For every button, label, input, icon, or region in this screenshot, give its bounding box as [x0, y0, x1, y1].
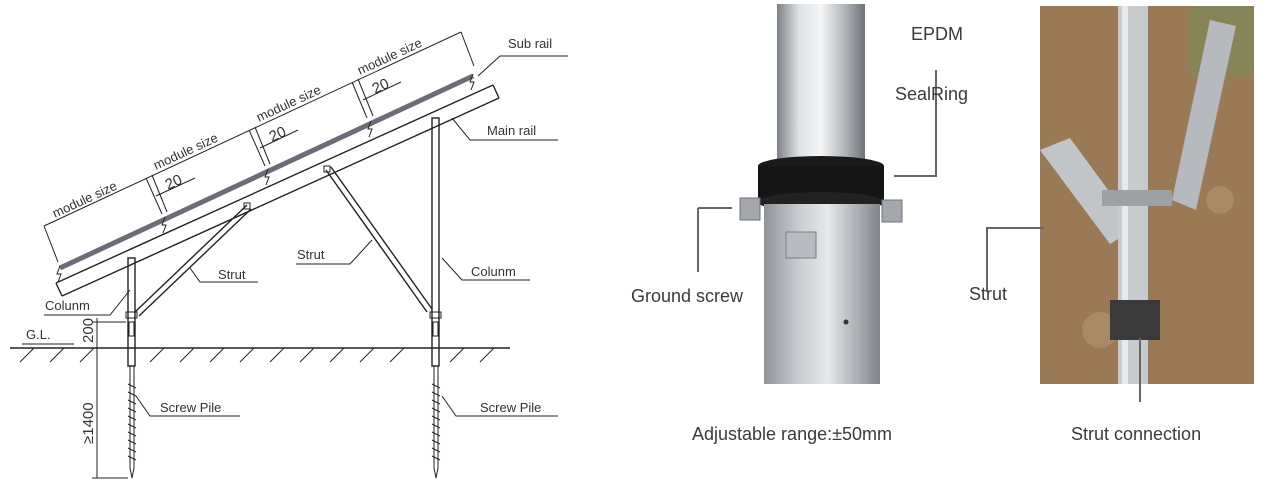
gap-label-2: 20 [267, 123, 289, 145]
right-screw-pile [431, 366, 441, 479]
sub-rail-label: Sub rail [508, 36, 552, 51]
left-strut [134, 202, 252, 317]
right-screw-pile-label: Screw Pile [480, 400, 541, 415]
bolt-right [881, 199, 903, 223]
bolt-left [739, 197, 761, 221]
sub-rail-module-bar [56, 73, 475, 283]
bolt-front [785, 231, 817, 259]
epdm-label-line2: SealRing [895, 84, 968, 104]
module-size-label-3: module size [254, 82, 323, 125]
hole [843, 319, 849, 325]
epdm-label-line1: EPDM [911, 24, 963, 44]
strut-connection-label: Strut connection [1071, 424, 1201, 444]
left-screw-pile [127, 366, 137, 479]
left-screw-pile-label: Screw Pile [160, 400, 221, 415]
strut-connection-photo [1040, 6, 1254, 402]
ground-screw-sleeve [764, 204, 880, 384]
epdm-leader [894, 70, 937, 177]
gap-label-1: 20 [163, 171, 185, 193]
module-dimension-lines [43, 31, 475, 263]
strut-photo-label: Strut [969, 284, 1007, 304]
clamp [1102, 190, 1172, 206]
right-column [429, 117, 442, 367]
photo-labels: Strut Strut connection [969, 227, 1201, 444]
ground-screw-label: Ground screw [631, 286, 744, 306]
dimension-1400 [92, 348, 128, 479]
main-rail-label: Main rail [487, 123, 536, 138]
ground-screw-detail: EPDM SealRing Ground screw Adjustable ra… [631, 4, 968, 444]
ground-line [10, 347, 510, 363]
left-column-label: Colunm [45, 298, 90, 313]
dimension-200-label: 200 [80, 318, 97, 343]
right-strut-label: Strut [297, 247, 325, 262]
right-column-label: Colunm [471, 264, 516, 279]
ground-level-label: G.L. [26, 327, 51, 342]
mounting-structure-drawing: module size module size module size modu… [10, 31, 568, 479]
module-size-label-2: module size [151, 130, 220, 173]
strut-photo [1040, 138, 1136, 244]
module-size-label-1: module size [50, 178, 119, 221]
dimension-1400-label: ≥1400 [80, 402, 97, 444]
right-strut [323, 165, 433, 313]
module-size-label-4: module size [355, 35, 424, 78]
dimension-200 [92, 318, 126, 348]
upper-tube [777, 4, 865, 164]
epdm-seal-ring [758, 156, 884, 212]
left-strut-label: Strut [218, 267, 246, 282]
adjustable-range-label: Adjustable range:±50mm [692, 424, 892, 444]
gap-label-3: 20 [370, 75, 392, 97]
strut-leader [986, 227, 1044, 292]
